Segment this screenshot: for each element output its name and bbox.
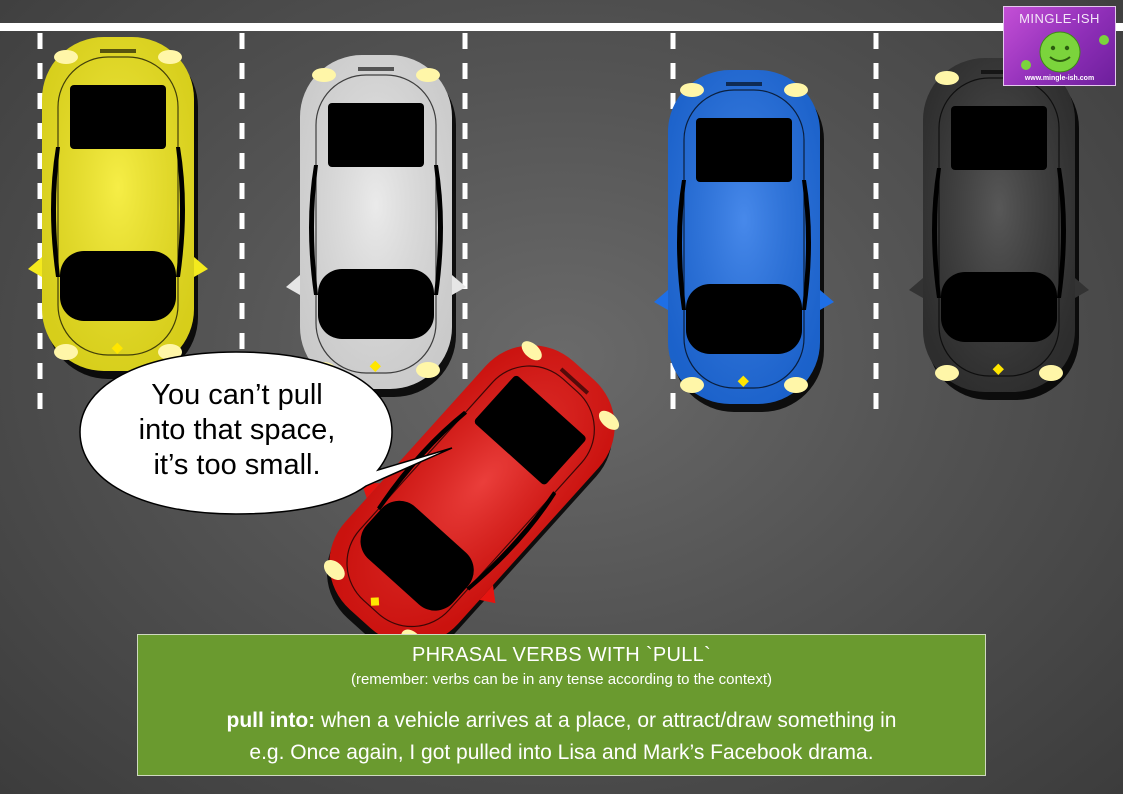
yellow-car bbox=[27, 36, 209, 380]
parking-dividers bbox=[37, 33, 879, 420]
speech-line: into that space, bbox=[138, 414, 336, 446]
parking-line-top bbox=[0, 23, 1123, 31]
logo-url: www.mingle-ish.com bbox=[1024, 75, 1095, 82]
white-car bbox=[285, 54, 467, 398]
speech-bubble-text: You can’t pull into that space, it’s too… bbox=[112, 378, 362, 483]
smiley-face-icon bbox=[1021, 31, 1109, 73]
black-car bbox=[908, 57, 1090, 401]
blue-car bbox=[653, 69, 835, 413]
speech-bubble bbox=[79, 351, 453, 515]
term: pull into: bbox=[226, 709, 316, 732]
example-sentence: e.g. Once again, I got pulled into Lisa … bbox=[249, 741, 874, 764]
speech-line: it’s too small. bbox=[153, 449, 321, 481]
speech-line: You can’t pull bbox=[151, 379, 323, 411]
definition: pull into: when a vehicle arrives at a p… bbox=[138, 709, 985, 733]
phrasal-verb-box: PHRASAL VERBS WITH `PULL` (remember: ver… bbox=[137, 634, 986, 776]
logo-name: MINGLE-ISH bbox=[1019, 11, 1100, 26]
box-title: PHRASAL VERBS WITH `PULL` bbox=[411, 644, 712, 666]
mingle-ish-logo: MINGLE-ISH www.mingle-ish.com bbox=[1003, 6, 1116, 86]
definition-text: when a vehicle arrives at a place, or at… bbox=[315, 709, 897, 732]
box-note: (remember: verbs can be in any tense acc… bbox=[350, 671, 773, 688]
